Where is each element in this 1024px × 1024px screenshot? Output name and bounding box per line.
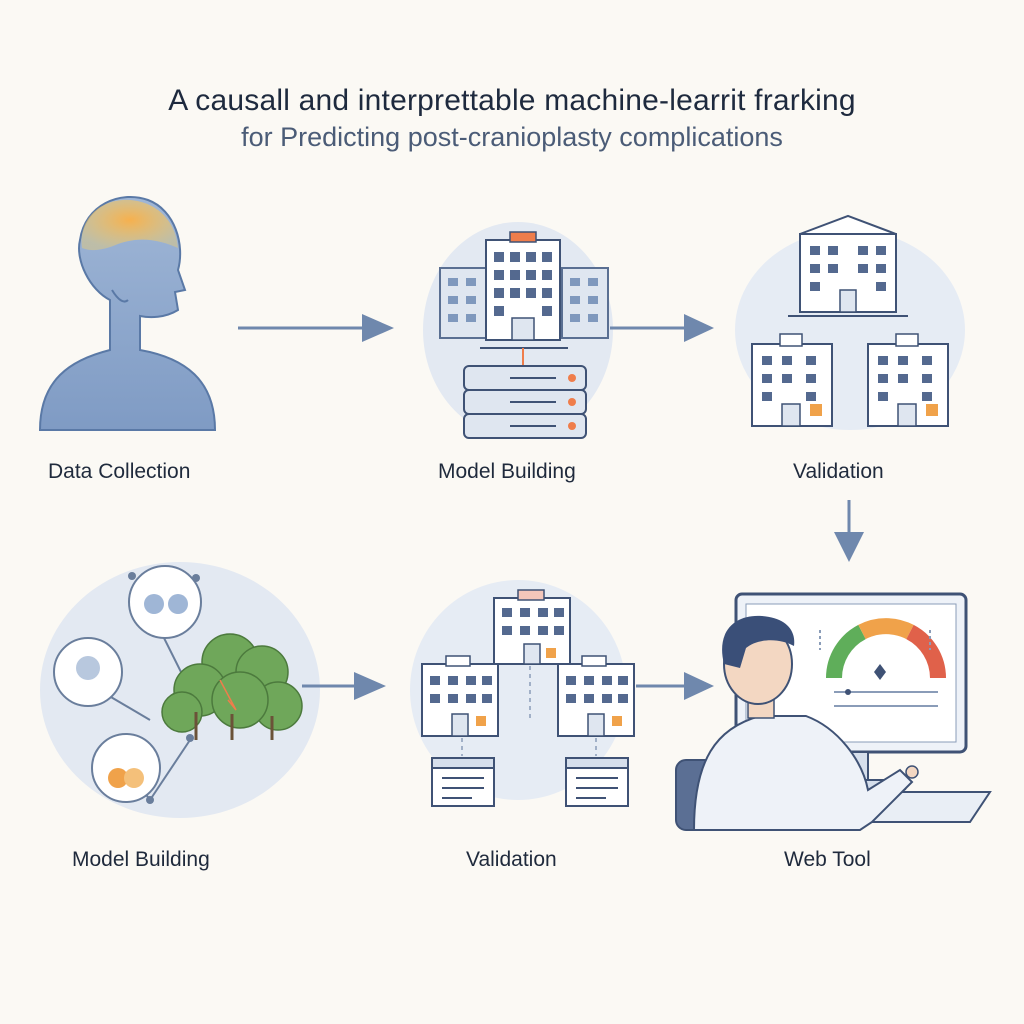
step-label-validation-2: Validation — [466, 848, 557, 871]
arrow-right-icon — [636, 672, 714, 700]
step-label-model-building: Model Building — [438, 460, 576, 483]
hospital-server-icon — [423, 222, 613, 439]
step-label-validation: Validation — [793, 460, 884, 483]
step-label-web-tool: Web Tool — [784, 848, 871, 871]
arrow-right-icon — [302, 672, 386, 700]
arrow-right-icon — [610, 314, 714, 342]
hospital-network-icon — [735, 214, 965, 430]
person-head-icon — [38, 195, 217, 431]
diagram-subtitle: for Predicting post-cranioplasty complic… — [241, 122, 783, 152]
step-label-data-collection: Data Collection — [48, 460, 191, 483]
hospital-report-icon — [410, 580, 635, 807]
random-forest-network-icon — [40, 562, 320, 818]
arrow-down-icon — [834, 500, 864, 562]
clinician-computer-gauge-icon — [675, 592, 992, 831]
diagram-title: A causall and interprettable machine-lea… — [168, 84, 856, 117]
arrow-right-icon — [238, 314, 394, 342]
step-label-model-building-2: Model Building — [72, 848, 210, 871]
